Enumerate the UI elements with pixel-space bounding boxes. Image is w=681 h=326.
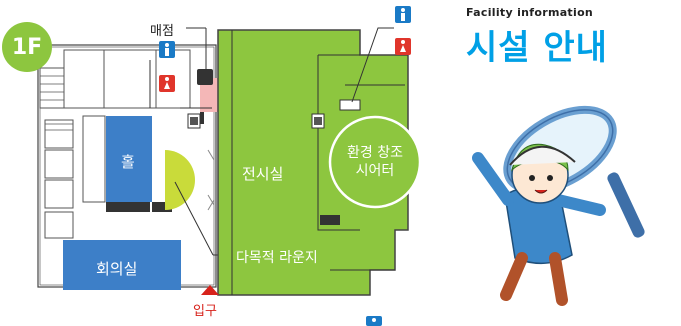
store-area bbox=[200, 78, 220, 112]
exhibition-area bbox=[217, 29, 409, 296]
exhibition-label: 전시실 bbox=[242, 165, 284, 183]
restroom-male-icon bbox=[395, 6, 411, 23]
restroom-female-icon bbox=[395, 38, 411, 55]
elevator-icon bbox=[190, 117, 198, 125]
meeting-room-label: 회의실 bbox=[96, 260, 138, 278]
lounge-label: 다목적 라운지 bbox=[236, 250, 318, 266]
restroom-female-icon bbox=[159, 75, 175, 92]
title-english: Facility information bbox=[466, 6, 594, 19]
mascot-illustration bbox=[472, 105, 645, 306]
elevator-icon bbox=[314, 117, 322, 125]
entrance-arrow-icon bbox=[201, 285, 219, 295]
theater-label-text: 환경 창조 시어터 bbox=[347, 145, 403, 179]
meeting-room bbox=[63, 240, 181, 290]
theater-label: 환경 창조 시어터 bbox=[336, 144, 414, 180]
elevator-icon bbox=[197, 69, 213, 85]
floor-badge: 1F bbox=[2, 22, 52, 72]
hall-room bbox=[106, 116, 152, 202]
restroom-male-icon bbox=[159, 41, 175, 58]
store-label: 매점 bbox=[150, 24, 174, 39]
title-korean: 시설 안내 bbox=[466, 28, 608, 68]
entrance-label: 입구 bbox=[193, 304, 217, 319]
restroom-male-icon bbox=[366, 316, 382, 326]
hall-label: 홀 bbox=[121, 153, 135, 171]
theater-circle bbox=[328, 115, 422, 209]
